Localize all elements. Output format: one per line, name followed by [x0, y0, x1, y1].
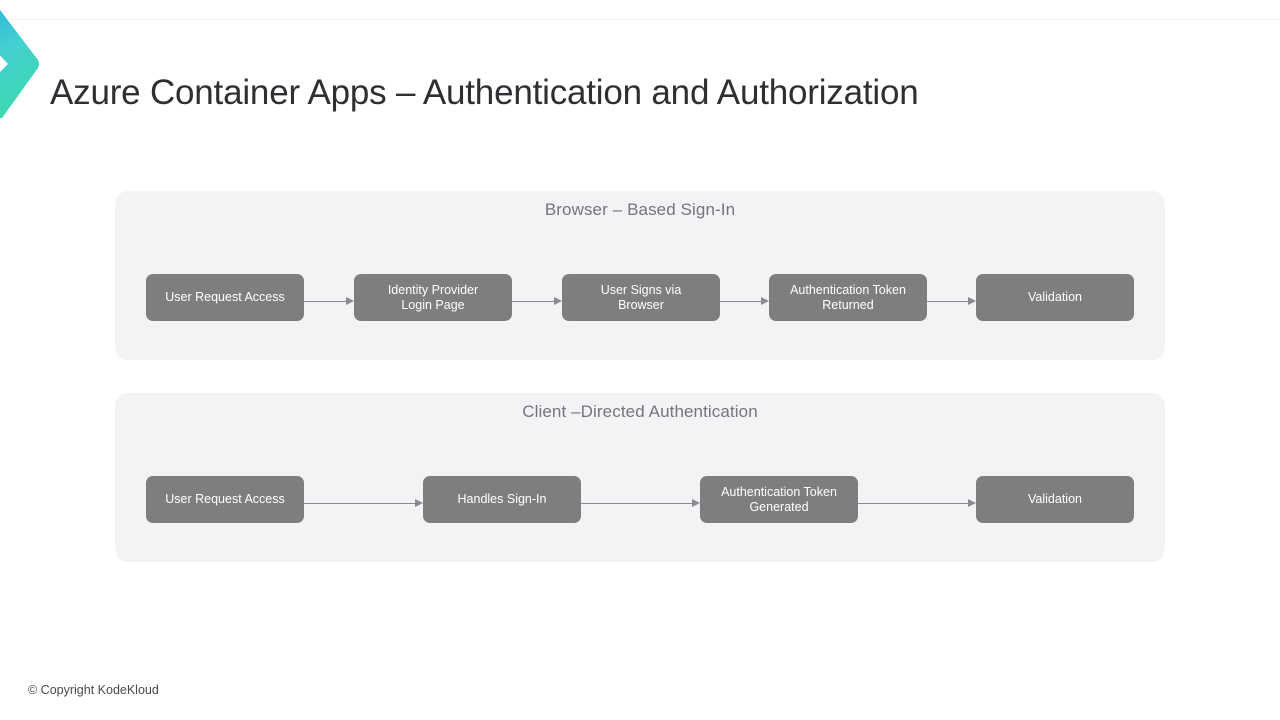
flow-node-label: Validation [1028, 290, 1082, 304]
flow-node-label: Handles Sign-In [457, 492, 547, 506]
header-divider [0, 19, 1280, 20]
flow-node-label: User Request Access [165, 492, 285, 506]
flow-row: User Request Access Handles Sign-In Auth… [146, 393, 1134, 562]
flow-connector-arrow [581, 498, 700, 508]
flow-connector-arrow [304, 498, 423, 508]
flow-panel-client-directed-authentication: Client –Directed Authentication User Req… [115, 393, 1165, 562]
flow-connector-arrow [927, 296, 976, 306]
flow-node-label: Validation [1028, 492, 1082, 506]
flow-node-validation[interactable]: Validation [976, 476, 1134, 523]
flow-panel-browser-based-sign-in: Browser – Based Sign-In User Request Acc… [115, 191, 1165, 360]
flow-node-label: User Request Access [165, 290, 285, 304]
flow-node-validation[interactable]: Validation [976, 274, 1134, 321]
flow-connector-arrow [858, 498, 976, 508]
flow-node-user-request-access[interactable]: User Request Access [146, 274, 304, 321]
panel-title: Browser – Based Sign-In [544, 200, 736, 219]
flow-connector-arrow [720, 296, 769, 306]
flow-connector-arrow [304, 296, 354, 306]
flow-connector-arrow [512, 296, 562, 306]
panel-title: Client –Directed Authentication [522, 402, 758, 421]
page-title: Azure Container Apps – Authentication an… [50, 73, 919, 113]
kodekloud-chevron-logo [0, 8, 40, 120]
flow-node-user-request-access[interactable]: User Request Access [146, 476, 304, 523]
copyright-footer: © Copyright KodeKloud [28, 683, 159, 697]
flow-node-handles-sign-in[interactable]: Handles Sign-In [423, 476, 581, 523]
